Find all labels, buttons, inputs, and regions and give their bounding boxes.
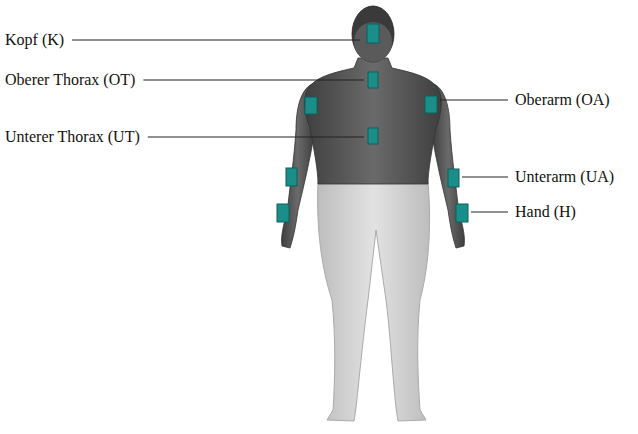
leader-line <box>72 40 360 41</box>
leader-line <box>462 177 508 178</box>
sensor-markers <box>277 24 468 222</box>
legs <box>318 182 430 421</box>
sensor-lower-thorax <box>368 128 378 144</box>
sensor-upper-thorax <box>368 72 378 88</box>
body-part-label: Kopf (K) <box>5 31 64 49</box>
head <box>352 6 394 62</box>
leader-line <box>148 137 364 138</box>
sensor-hand <box>277 204 289 222</box>
sensor-forearm <box>286 168 297 186</box>
body-part-label: Unterer Thorax (UT) <box>5 128 140 146</box>
sensor-head <box>367 24 379 43</box>
sensor-upper-arm <box>305 97 317 114</box>
body-part-label: Hand (H) <box>515 203 576 221</box>
body-part-label: Oberer Thorax (OT) <box>5 71 135 89</box>
leader-line <box>143 80 364 81</box>
neck-shade <box>354 22 392 62</box>
torso <box>305 58 442 184</box>
leader-line <box>471 212 508 213</box>
sensor-upper-arm <box>425 96 437 113</box>
sensor-forearm <box>448 169 459 187</box>
leader-line <box>440 100 508 101</box>
body-part-label: Oberarm (OA) <box>515 91 610 109</box>
body-part-label: Unterarm (UA) <box>515 168 614 186</box>
sensor-hand <box>456 204 468 222</box>
